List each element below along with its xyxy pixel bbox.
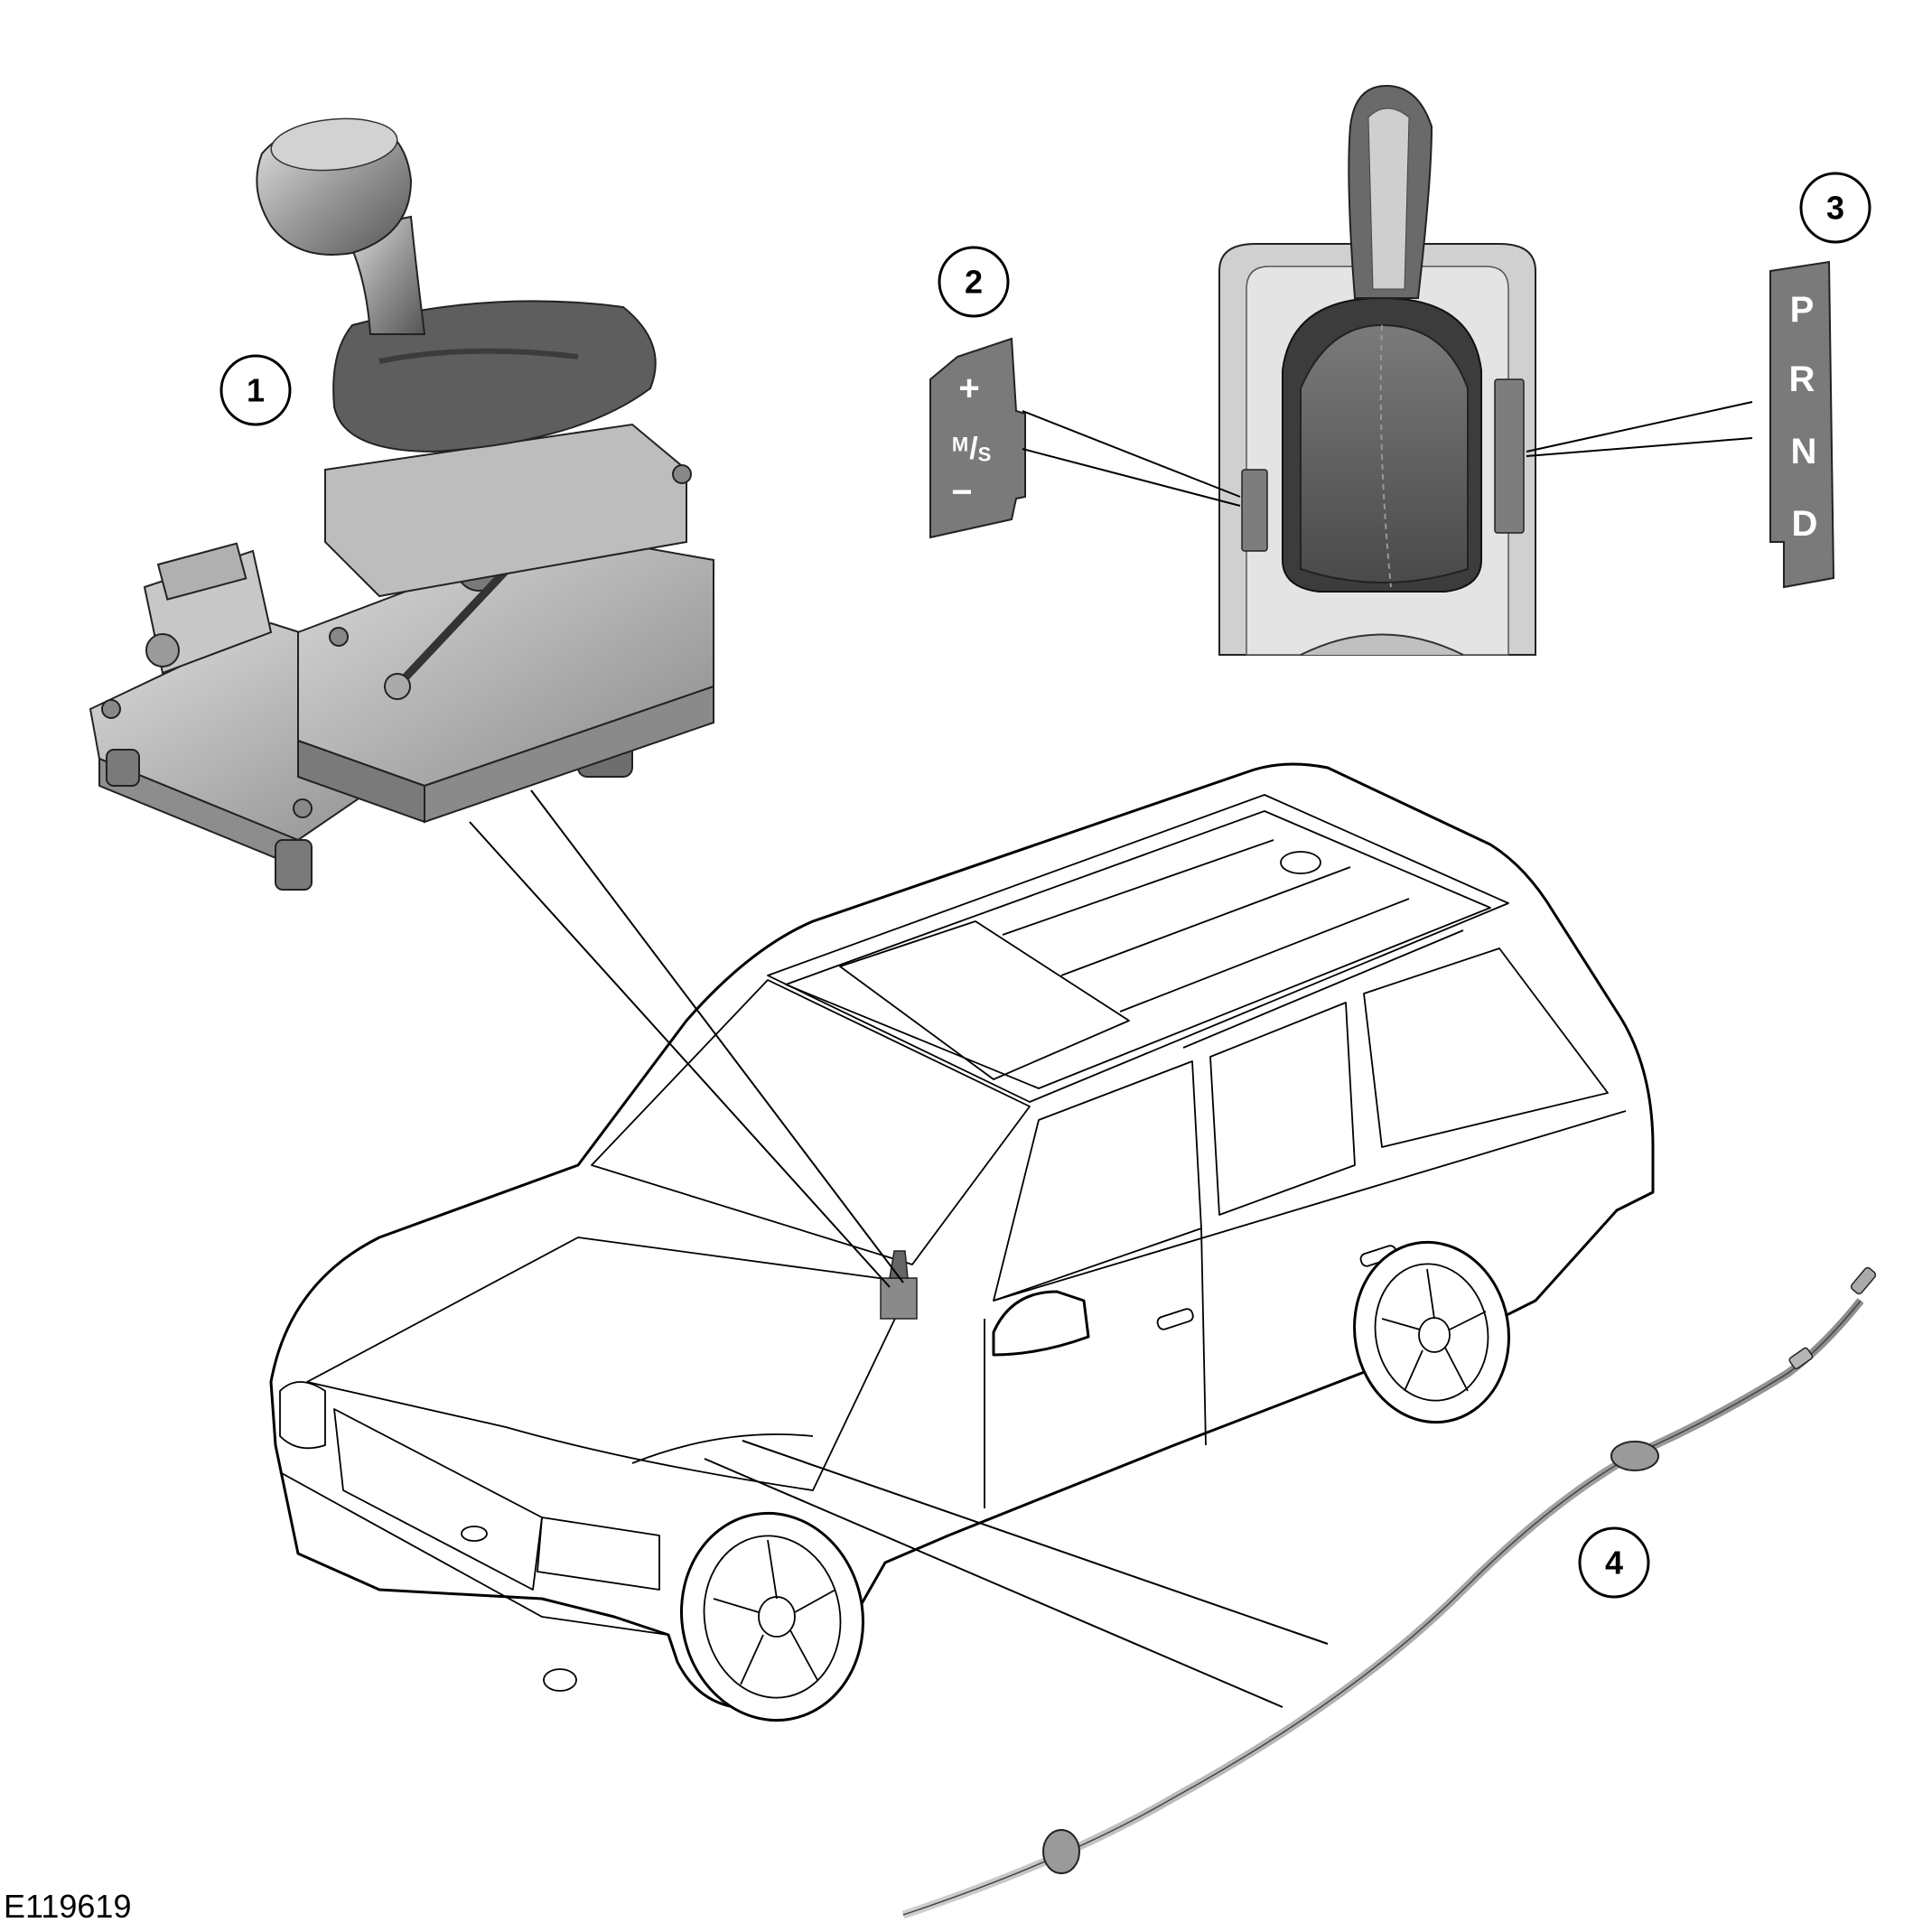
grille — [333, 1408, 543, 1591]
callout-1: 1 — [219, 354, 292, 426]
selector-cable — [901, 1266, 1877, 1919]
gate-minus-label: − — [951, 472, 972, 512]
cable-clip — [1788, 1347, 1814, 1370]
vehicle-outline — [269, 762, 1655, 1722]
headlight — [537, 1517, 660, 1591]
gate-plus-label: + — [958, 369, 979, 408]
selector-assembly — [89, 117, 714, 891]
gate-m-label: M — [952, 434, 968, 456]
roof-rail — [1060, 866, 1351, 976]
figure-id: E119619 — [4, 1888, 132, 1925]
gear-position-indicator: P R N D — [1769, 260, 1835, 589]
gate-slash-label: / — [969, 432, 978, 466]
sunroof — [839, 920, 1130, 1080]
badge — [461, 1526, 488, 1542]
roof-rail — [1119, 898, 1410, 1013]
console-view — [1218, 84, 1536, 656]
manual-gate-indicator: + M / S − — [929, 337, 1026, 539]
cable-end-fitting — [1850, 1266, 1877, 1295]
headlight — [279, 1381, 326, 1450]
gear-p-label: P — [1790, 290, 1815, 330]
front-bumper — [279, 1471, 669, 1636]
door-handle — [1156, 1308, 1194, 1330]
callout-3: 3 — [1799, 172, 1871, 244]
gear-r-label: R — [1789, 359, 1815, 399]
callout-3-label: 3 — [1826, 190, 1844, 227]
front-wheel — [680, 1511, 864, 1722]
callout-2-label: 2 — [965, 264, 983, 301]
mount-foot — [106, 749, 140, 787]
side-mirror — [992, 1290, 1090, 1357]
rear-quarter-window — [1363, 947, 1609, 1148]
cable-grommet — [1610, 1441, 1659, 1471]
callout-2: 2 — [938, 246, 1010, 318]
mount-foot — [275, 839, 313, 891]
gear-d-label: D — [1792, 504, 1818, 544]
callout-1-label: 1 — [247, 372, 265, 409]
cable-grommet — [1042, 1829, 1080, 1874]
rear-door-window — [1209, 1002, 1356, 1216]
roof-rail — [1002, 839, 1274, 936]
gear-n-label: N — [1791, 432, 1817, 471]
gate-s-label: S — [978, 443, 992, 466]
console-manual-gate — [1241, 469, 1268, 552]
rear-wheel — [1353, 1240, 1510, 1424]
roof-rail — [1182, 929, 1464, 1049]
leader-lines — [469, 401, 1753, 1708]
callout-4-label: 4 — [1605, 1545, 1623, 1582]
console-prnd-indicator — [1494, 378, 1525, 534]
callout-4: 4 — [1578, 1526, 1650, 1599]
windscreen — [591, 979, 1031, 1265]
bonnet — [306, 1237, 913, 1491]
